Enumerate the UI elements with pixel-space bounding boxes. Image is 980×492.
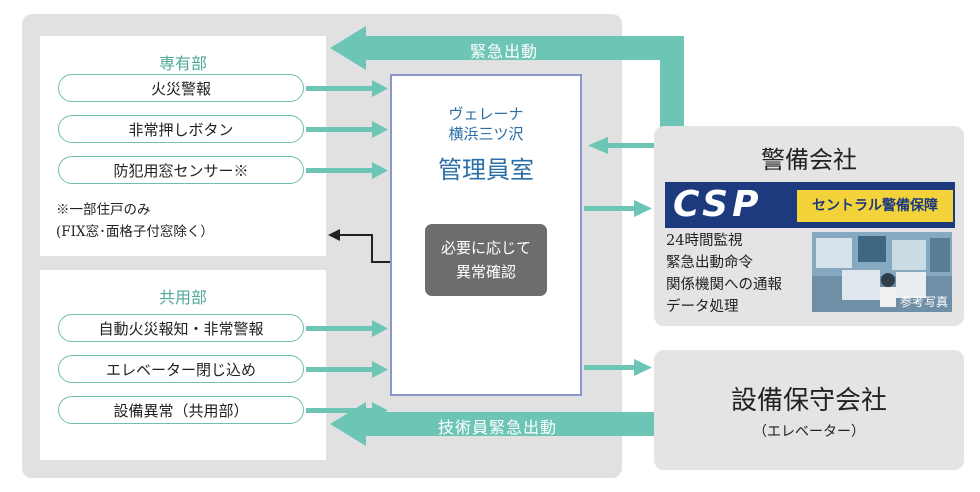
csp-logo-band: セントラル警備保障 [797, 190, 953, 222]
common-item-elevator: エレベーター閉じ込め [58, 355, 304, 383]
private-item-fire-alarm: 火災警報 [58, 74, 304, 102]
emergency-arrow [330, 26, 684, 130]
monitoring-photo: 参考写真 [812, 232, 952, 312]
monitoring-photo-image [812, 232, 952, 312]
management-name-line1: ヴェレーナ [448, 105, 524, 123]
emergency-label: 緊急出動 [470, 42, 539, 61]
tech-emergency-label: 技術員緊急出動 [438, 418, 558, 437]
csp-logo-text: CSP [673, 184, 763, 225]
security-services-list: 24時間監視 緊急出動命令 関係機関への通報 データ処理 [666, 230, 782, 318]
confirm-box: 必要に応じて 異常確認 [425, 224, 547, 296]
service-item: 24時間監視 [666, 233, 743, 249]
confirm-line1: 必要に応じて [440, 239, 531, 257]
item-arrows [306, 80, 654, 419]
common-item-equipment: 設備異常（共用部） [58, 396, 304, 424]
confirm-line2: 異常確認 [455, 263, 516, 281]
service-item: データ処理 [666, 299, 739, 315]
tech-emergency-arrow [330, 402, 656, 446]
common-item-fire-alarm: 自動火災報知・非常警報 [58, 314, 304, 342]
csp-logo-subtext: セントラル警備保障 [812, 198, 938, 214]
service-item: 緊急出動命令 [666, 255, 753, 271]
common-section-title: 共用部 [158, 288, 207, 307]
private-section-box: 専有部 [40, 36, 326, 256]
security-company-title: 警備会社 [761, 146, 857, 174]
private-note-line2: (FIX窓･面格子付窓除く） [56, 224, 214, 240]
management-room-title: 管理員室 [438, 156, 534, 184]
private-note: ※一部住戸のみ (FIX窓･面格子付窓除く） [56, 199, 214, 243]
private-item-emergency-button: 非常押しボタン [58, 115, 304, 143]
service-item: 関係機関への通報 [666, 277, 782, 293]
maintenance-company-title: 設備保守会社 [730, 386, 887, 416]
private-section-title: 専有部 [158, 54, 207, 73]
private-note-line1: ※一部住戸のみ [56, 202, 151, 218]
maintenance-company-panel: 設備保守会社 （エレベーター） [654, 350, 964, 470]
management-name-line2: 横浜三ツ沢 [448, 125, 524, 143]
private-item-window-sensor: 防犯用窓センサー※ [58, 156, 304, 184]
photo-caption: 参考写真 [899, 295, 948, 309]
maintenance-company-subtitle: （エレベーター） [753, 424, 865, 440]
